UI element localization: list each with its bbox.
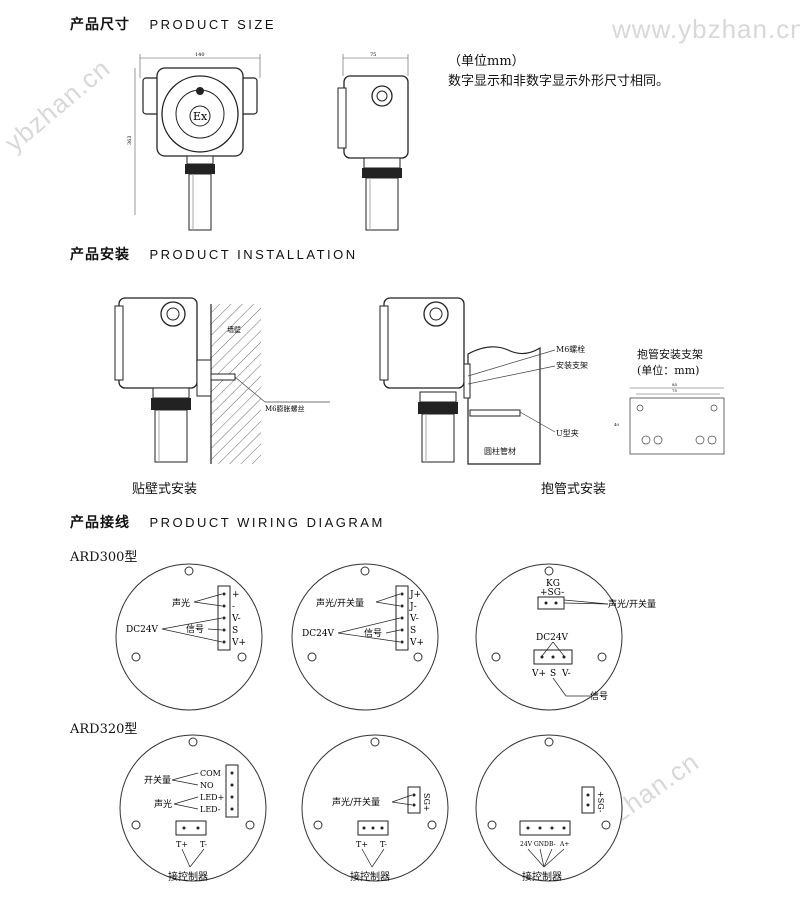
term-label: S [232, 626, 238, 636]
term-label: V+ [531, 669, 546, 679]
power-label: DC24V [126, 625, 159, 635]
wiring-ard320-3: +SG- 24V GND B- A+ [475, 734, 623, 882]
section-title-cn: 产品尺寸 [70, 17, 130, 33]
sound-label: 声光/开关量 [316, 597, 364, 609]
term-label: V- [561, 669, 571, 679]
sg-label: +SG- [596, 791, 605, 813]
sound-label: 声光 [172, 597, 190, 609]
sg-label: +SG- [540, 588, 564, 598]
model-ard300: ARD300型 [70, 550, 138, 565]
height-dim: 363 [127, 135, 133, 145]
term-label: V+ [409, 638, 424, 648]
term-label: V- [231, 614, 241, 624]
section-title-en: PRODUCT WIRING DIAGRAM [149, 515, 385, 530]
sg-label: SG+ [422, 793, 431, 812]
section-title-wiring: 产品接线 PRODUCT WIRING DIAGRAM [70, 512, 385, 532]
ctrl-label: 接控制器 [168, 872, 208, 883]
ctrl-label: 接控制器 [350, 872, 390, 883]
side-width-dim: 75 [370, 52, 376, 58]
model-ard320: ARD320型 [70, 722, 138, 737]
pipe-label: 圆柱管材 [484, 447, 516, 456]
front-width-dim: 140 [195, 52, 205, 58]
signal-label: 信号 [186, 623, 204, 635]
wall-install-drawing: 墙壁 M6膨胀螺丝 [114, 297, 330, 464]
term-label: NO [200, 781, 214, 790]
u-clamp-label: U型夹 [556, 429, 579, 438]
term-label: COM [200, 769, 221, 778]
bolt-label: M6膨胀螺丝 [265, 404, 305, 413]
term-label: - [232, 602, 235, 612]
term-label: V- [409, 614, 419, 624]
bracket-title: 抱管安装支架 [637, 348, 703, 361]
ctrl-term: T- [200, 840, 207, 849]
term-label: V+ [231, 638, 246, 648]
term-label: S [410, 626, 416, 636]
ctrl-term: B- [549, 841, 556, 848]
bracket-label: 安装支架 [556, 361, 588, 370]
power-label: DC24V [536, 633, 569, 643]
wiring-ard300-1: + - V- S V+ 声光 DC24V 信号 [115, 563, 263, 711]
term-label: J+ [409, 590, 421, 600]
watermark: ybzhan.cn [0, 52, 116, 158]
side-view-drawing: 75 [337, 52, 409, 231]
wall-install-caption: 贴壁式安装 [132, 482, 198, 497]
section-title-cn: 产品接线 [70, 515, 130, 531]
wiring-ard300-3: KG +SG- 声光/开关量 DC24V V+ S V- 信号 [475, 563, 656, 711]
term-label: J- [409, 602, 417, 612]
ctrl-term: T- [380, 840, 387, 849]
power-label: DC24V [302, 629, 335, 639]
m6-bolt-label: M6螺栓 [556, 345, 586, 354]
term-label: S [550, 669, 556, 679]
section-title-cn: 产品安装 [70, 247, 130, 263]
bracket-unit: (单位：mm) [637, 364, 700, 377]
ex-mark: Ex [193, 110, 208, 123]
switch-label: 开关量 [144, 774, 171, 786]
wiring-ard320-2: SG+ 声光/开关量 T+ T- [301, 734, 449, 882]
bracket-dim-w1: 85 [672, 382, 678, 387]
wall-label: 墙壁 [227, 325, 241, 334]
size-description: 数字显示和非数字显示外形尺寸相同。 [448, 74, 670, 89]
bracket-dim-h: 40 [614, 422, 620, 427]
term-label: LED+ [200, 793, 224, 802]
ctrl-term: GND [534, 841, 549, 848]
wiring-ard320-1: COM NO LED+ LED- 开关量 声光 T+ T- [119, 734, 267, 882]
kg-label: KG [546, 579, 560, 589]
bracket-drawing: 85 75 40 [614, 382, 725, 455]
signal-label: 信号 [590, 690, 608, 702]
ctrl-label: 接控制器 [522, 872, 562, 883]
ctrl-term: T+ [356, 840, 368, 849]
sound-label: 声光/开关量 [608, 598, 656, 610]
term-label: LED- [200, 805, 221, 814]
section-title-size: 产品尺寸 PRODUCT SIZE [70, 14, 276, 34]
pipe-install-caption: 抱管式安装 [541, 482, 607, 497]
term-label: + [232, 590, 240, 600]
signal-label: 信号 [364, 627, 382, 639]
ctrl-term: A+ [559, 841, 569, 848]
bracket-dim-w2: 75 [672, 388, 678, 393]
section-title-en: PRODUCT SIZE [149, 17, 277, 32]
sound-label: 声光 [154, 798, 172, 810]
front-view-drawing: 140 363 Ex [127, 52, 261, 231]
ctrl-term: 24V [520, 841, 533, 848]
unit-note: （单位mm） [448, 54, 525, 69]
watermark: www.ybzhan.cn [612, 14, 800, 44]
wiring-ard300-2: J+ J- V- S V+ 声光/开关量 DC24V 信号 [291, 563, 439, 711]
section-title-en: PRODUCT INSTALLATION [149, 247, 358, 262]
pipe-install-drawing [379, 297, 556, 465]
section-title-install: 产品安装 PRODUCT INSTALLATION [70, 244, 358, 264]
ctrl-term: T+ [176, 840, 188, 849]
sound-label: 声光/开关量 [332, 796, 380, 808]
